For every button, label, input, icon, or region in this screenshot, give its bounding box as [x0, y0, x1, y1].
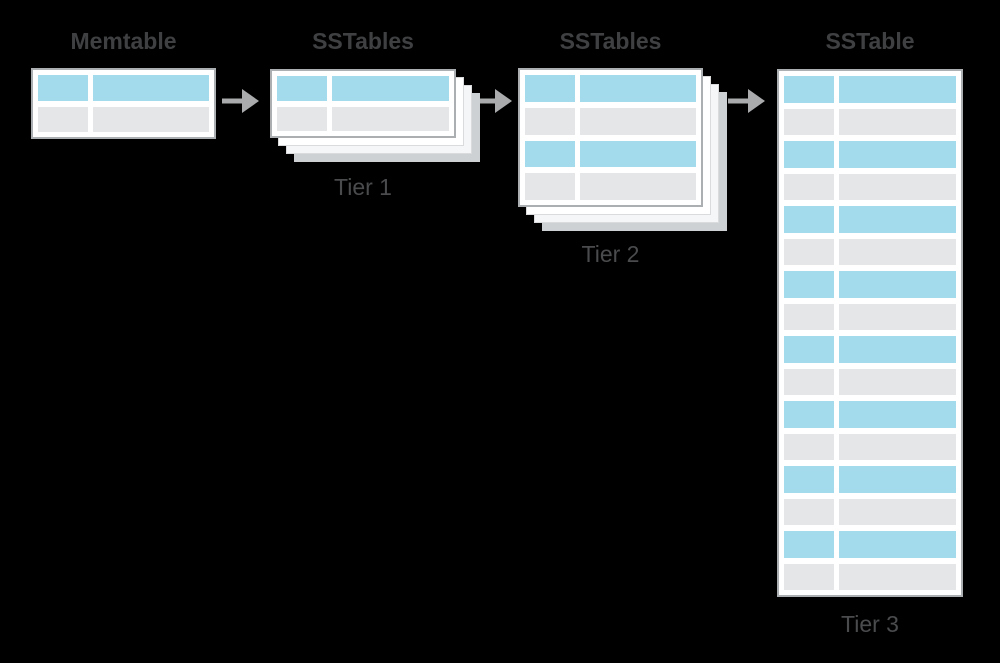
gray-value-cell	[838, 368, 956, 395]
compaction-arrow-right-icon	[728, 89, 765, 113]
table-row	[784, 368, 956, 395]
blue-value-cell	[838, 141, 956, 168]
blue-key-cell	[277, 76, 327, 101]
table-row	[277, 106, 449, 131]
table-row	[784, 303, 956, 330]
table-row	[784, 271, 956, 298]
tier3-sstable	[777, 69, 963, 597]
blue-key-cell	[784, 401, 834, 428]
gray-value-cell	[838, 498, 956, 525]
tier3-label: Tier 3	[841, 611, 899, 637]
table-row	[784, 563, 956, 590]
blue-key-cell	[784, 336, 834, 363]
gray-key-cell	[784, 368, 834, 395]
gray-key-cell	[525, 173, 575, 200]
gray-key-cell	[784, 108, 834, 135]
blue-key-cell	[525, 75, 575, 102]
table-row	[525, 140, 696, 168]
blue-key-cell	[38, 75, 88, 101]
gray-key-cell	[784, 303, 834, 330]
gray-key-cell	[525, 107, 575, 135]
blue-value-cell	[92, 75, 209, 101]
gray-value-cell	[838, 563, 956, 590]
gray-key-cell	[784, 173, 834, 200]
table-row	[277, 76, 449, 101]
gray-value-cell	[838, 303, 956, 330]
blue-value-cell	[579, 140, 696, 168]
gray-value-cell	[838, 108, 956, 135]
blue-value-cell	[838, 531, 956, 558]
blue-value-cell	[838, 271, 956, 298]
blue-key-cell	[784, 271, 834, 298]
blue-value-cell	[838, 336, 956, 363]
gray-value-cell	[838, 433, 956, 460]
flush-arrow-right-icon	[222, 89, 259, 113]
blue-key-cell	[784, 76, 834, 103]
blue-value-cell	[838, 466, 956, 493]
tier3-title: SSTable	[825, 28, 915, 54]
table-row	[525, 107, 696, 135]
tier1-sstable-stack	[270, 69, 480, 162]
table-row	[784, 433, 956, 460]
tier2-title: SSTables	[559, 28, 662, 54]
table-row	[784, 466, 956, 493]
blue-key-cell	[525, 140, 575, 168]
blue-key-cell	[784, 466, 834, 493]
tier2-label: Tier 2	[581, 241, 640, 267]
blue-key-cell	[784, 141, 834, 168]
memtable-table	[31, 68, 216, 139]
table-row	[784, 498, 956, 525]
blue-value-cell	[838, 401, 956, 428]
gray-key-cell	[38, 106, 88, 132]
gray-value-cell	[579, 173, 696, 200]
blue-key-cell	[784, 206, 834, 233]
table-row	[784, 401, 956, 428]
table-row	[784, 336, 956, 363]
gray-value-cell	[92, 106, 209, 132]
table-row	[38, 106, 209, 132]
gray-value-cell	[579, 107, 696, 135]
tier1-sstable	[270, 69, 456, 138]
table-row	[784, 108, 956, 135]
gray-value-cell	[838, 173, 956, 200]
memtable-title: Memtable	[70, 28, 177, 54]
table-row	[525, 173, 696, 200]
table-row	[784, 206, 956, 233]
table-row	[784, 531, 956, 558]
tier1-label: Tier 1	[334, 174, 392, 200]
blue-value-cell	[838, 206, 956, 233]
gray-key-cell	[784, 563, 834, 590]
tier2-sstable-stack	[518, 68, 727, 231]
blue-value-cell	[331, 76, 449, 101]
table-row	[784, 238, 956, 265]
tier2-sstable	[518, 68, 703, 207]
table-row	[525, 75, 696, 102]
gray-key-cell	[277, 106, 327, 131]
compaction-arrow-right-icon	[475, 89, 512, 113]
blue-value-cell	[579, 75, 696, 102]
table-row	[784, 141, 956, 168]
gray-key-cell	[784, 498, 834, 525]
table-row	[784, 173, 956, 200]
tier1-title: SSTables	[312, 28, 414, 54]
gray-key-cell	[784, 238, 834, 265]
blue-value-cell	[838, 76, 956, 103]
gray-value-cell	[838, 238, 956, 265]
table-row	[784, 76, 956, 103]
table-row	[38, 75, 209, 101]
gray-value-cell	[331, 106, 449, 131]
blue-key-cell	[784, 531, 834, 558]
gray-key-cell	[784, 433, 834, 460]
